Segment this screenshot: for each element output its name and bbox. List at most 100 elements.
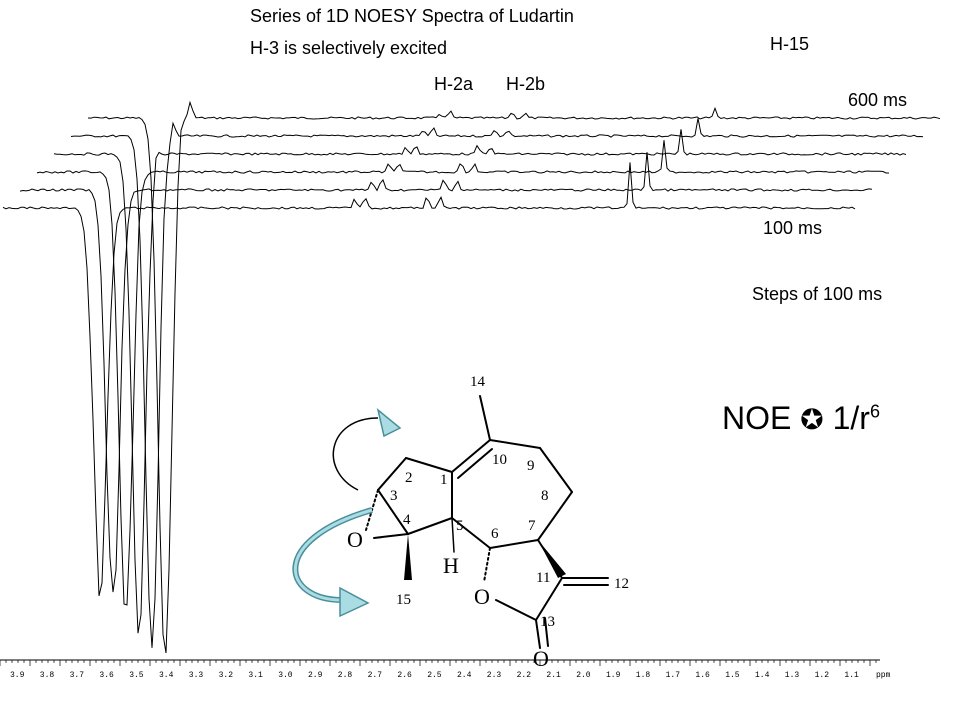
axis-tick-label: 3.6 — [99, 671, 114, 680]
axis-tick-label: 1.4 — [755, 671, 770, 680]
bond-10-14 — [479, 395, 491, 441]
atom-8: 8 — [541, 488, 549, 504]
spectra-stack — [2, 100, 941, 654]
ppm-axis: 3.9 3.8 3.7 3.6 3.5 3.4 3.3 3.2 3.1 3.0 2.9 2.8 2.7 2… — [0, 659, 891, 680]
axis-tick-label: 2.2 — [517, 671, 532, 680]
axis-tick-label: 3.8 — [40, 671, 55, 680]
noe-arrow-upper-head — [376, 408, 402, 438]
bond-13-o-carbonyl-b — [544, 617, 549, 647]
noesy-trace — [36, 140, 889, 606]
bond-9-8 — [539, 447, 573, 493]
axis-tick-label: 2.0 — [576, 671, 591, 680]
axis-tick-label: 1.1 — [844, 671, 859, 680]
axis-tick-label: 1.3 — [785, 671, 800, 680]
atom-11: 11 — [536, 570, 550, 586]
noesy-trace — [19, 152, 873, 593]
noe-arrow-lower-inner — [294, 508, 373, 602]
axis-tick-label: 1.2 — [815, 671, 830, 680]
oxygen-carbonyl: O — [533, 646, 549, 671]
atom-12: 12 — [614, 576, 629, 592]
axis-tick-label: 2.8 — [338, 671, 353, 680]
noesy-trace — [2, 162, 856, 597]
axis-tick-label: 1.7 — [666, 671, 681, 680]
axis-tick-label: 3.2 — [219, 671, 234, 680]
axis-tick-label: 3.7 — [70, 671, 85, 680]
bond-8-7 — [537, 491, 573, 541]
bond-1-10 — [451, 439, 491, 473]
axis-tick-label: 1.9 — [606, 671, 621, 680]
bond-4-5 — [407, 517, 453, 535]
axis-tick-label: 2.9 — [308, 671, 323, 680]
oxygen-lactone-ring: O — [474, 584, 490, 609]
axis-unit: ppm — [876, 671, 891, 680]
axis-tick-label: 3.1 — [248, 671, 263, 680]
hydrogen-5: H — [443, 553, 459, 578]
noesy-trace — [53, 129, 907, 634]
noe-arrow-upper — [332, 417, 379, 491]
atom-9: 9 — [527, 458, 535, 474]
wedge-4-15 — [404, 534, 412, 580]
axis-tick-label: 2.1 — [546, 671, 561, 680]
bond-10-9 — [489, 439, 541, 449]
axis-tick-label: 2.5 — [427, 671, 442, 680]
label-100ms: 100 ms — [763, 218, 823, 238]
atom-3: 3 — [390, 488, 398, 504]
bond-2-3 — [377, 457, 407, 491]
axis-tick-label: 1.6 — [695, 671, 710, 680]
atom-15: 15 — [396, 592, 411, 608]
proportional-icon: ✪ — [800, 403, 824, 436]
axis-tick-label: 1.5 — [725, 671, 740, 680]
axis-tick-label: 2.7 — [368, 671, 383, 680]
bond-4-o-epoxide — [373, 533, 409, 539]
label-h2b: H-2b — [506, 74, 546, 94]
axis-tick-label: 3.9 — [10, 671, 25, 680]
bond-10-1-double — [457, 448, 493, 479]
noe-exponent: 6 — [869, 401, 880, 422]
atom-10: 10 — [492, 452, 507, 468]
axis-minor-ticks — [0, 660, 877, 666]
oxygen-epoxide: O — [347, 527, 363, 552]
wedge-7-11 — [538, 540, 566, 578]
atom-5: 5 — [456, 518, 464, 534]
atom-2: 2 — [405, 470, 413, 486]
noe-relation: NOE ✪ 1/r6 — [722, 400, 880, 437]
label-600ms: 600 ms — [848, 90, 908, 110]
noe-arrows — [292, 408, 402, 618]
label-h2a: H-2a — [434, 74, 474, 94]
noesy-trace — [70, 118, 924, 648]
title-line-1: Series of 1D NOESY Spectra of Ludartin — [250, 6, 574, 26]
molecule-labels: 1 2 3 4 5 6 7 8 9 10 11 12 13 14 15 O O … — [347, 374, 629, 671]
atom-6: 6 — [491, 526, 499, 542]
axis-tick-label: 3.3 — [189, 671, 204, 680]
noesy-trace — [87, 100, 941, 654]
atom-4: 4 — [403, 512, 411, 528]
bond-13-11 — [535, 577, 563, 621]
axis-tick-label: 1.8 — [636, 671, 651, 680]
bond-7-6 — [489, 539, 539, 549]
atom-14: 14 — [470, 374, 486, 390]
axis-tick-label: 2.4 — [457, 671, 472, 680]
label-steps: Steps of 100 ms — [752, 284, 883, 304]
noe-base: 1/r — [832, 400, 870, 436]
bond-13-o-carbonyl-a — [535, 619, 541, 649]
axis-tick-label: 3.5 — [129, 671, 144, 680]
bond-1-2 — [405, 457, 453, 473]
atom-7: 7 — [528, 518, 536, 534]
axis-tick-label: 2.3 — [487, 671, 502, 680]
axis-tick-label: 2.6 — [397, 671, 412, 680]
bond-o-13 — [495, 599, 537, 621]
atom-13: 13 — [540, 614, 555, 630]
ludartin-structure — [365, 395, 609, 649]
atom-1: 1 — [440, 472, 448, 488]
bond-3-4 — [377, 489, 409, 535]
bond-6-o — [483, 547, 491, 583]
bond-6-5 — [451, 517, 491, 549]
axis-tick-label: 3.0 — [278, 671, 293, 680]
noe-prefix: NOE — [722, 400, 792, 436]
noe-arrow-lower-head — [339, 586, 370, 618]
axis-tick-labels: 3.9 3.8 3.7 3.6 3.5 3.4 3.3 3.2 3.1 3.0 2.9 2.8 2.7 2… — [10, 671, 859, 680]
title-line-2: H-3 is selectively excited — [250, 38, 448, 58]
axis-tick-label: 3.4 — [159, 671, 174, 680]
bond-5-h — [451, 517, 455, 553]
